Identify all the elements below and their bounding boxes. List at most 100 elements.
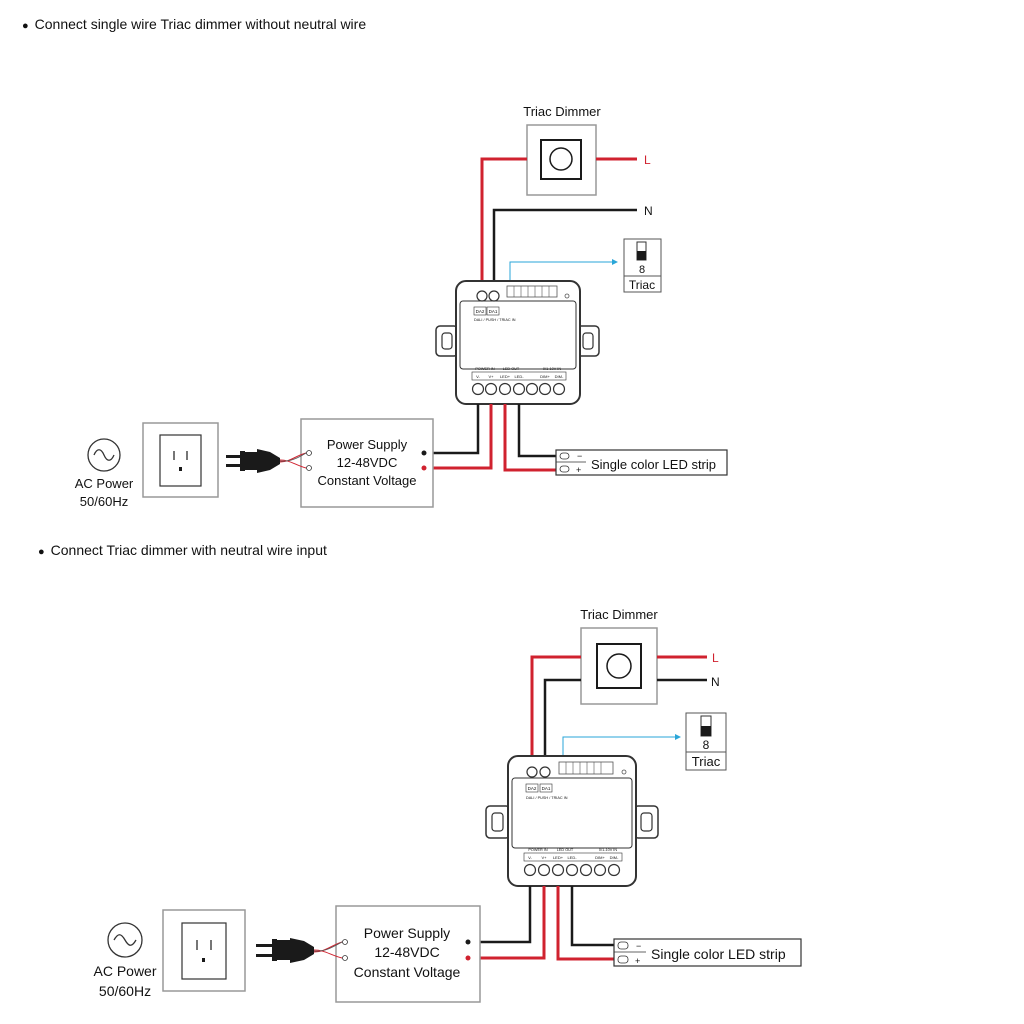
dip-pointer-line [562, 736, 675, 756]
led-strip-label: Single color LED strip [651, 946, 786, 962]
screw-icon [538, 382, 552, 396]
dip-switch: 8 Triac [623, 238, 662, 293]
wire-led-positive [503, 404, 558, 472]
switch-label: Triac [629, 278, 655, 292]
triac-dimmer-label: Triac Dimmer [580, 607, 658, 622]
ctrl-top-text: DALI / PUSH / TRIAC IN [526, 796, 568, 800]
psu-type: Constant Voltage [317, 473, 416, 488]
ctrl-da2-label: DA2 [476, 309, 485, 314]
led-plus-label: + [576, 465, 581, 475]
line-label: L [644, 153, 651, 167]
screw-icon [579, 863, 593, 877]
led-strip-label: Single color LED strip [591, 457, 716, 472]
arrow-icon [612, 259, 618, 265]
wire-dimmer-output [543, 678, 581, 760]
diagram-1: Triac Dimmer L N 8 Triac [75, 104, 728, 509]
ctrl-dim-in-label: 0/1-10V IN [543, 367, 561, 371]
screw-icon [539, 766, 551, 778]
terminal-label: LED+ [500, 374, 511, 379]
section-1-caption: ● Connect single wire Triac dimmer withou… [22, 16, 366, 32]
controller: DA2 DA1 DALI / PUSH / TRIAC IN POWER IN … [435, 280, 600, 405]
screw-icon [565, 863, 579, 877]
dip-pointer-line [509, 261, 612, 283]
wire-psu-positive [478, 886, 546, 960]
dimmer-knob-icon [606, 653, 632, 679]
neutral-label: N [644, 204, 653, 218]
switch-number: 8 [703, 738, 710, 752]
screw-icon [498, 382, 512, 396]
dip-switch: 8 Triac [685, 712, 727, 771]
arrow-icon [675, 734, 681, 740]
plug-icon [256, 938, 343, 963]
wire-led-negative [517, 404, 558, 458]
wall-outlet-icon [142, 422, 219, 498]
power-supply: Power Supply 12-48VDC Constant Voltage [335, 905, 481, 1003]
ctrl-da2-label: DA2 [528, 786, 537, 791]
wire-dimmer-input [530, 655, 581, 760]
psu-title: Power Supply [327, 437, 408, 452]
ac-power-icon [87, 438, 121, 472]
led-strip: − + Single color LED strip [555, 449, 728, 476]
screw-icon [552, 382, 566, 396]
ac-power-label: AC Power [75, 476, 134, 491]
section-2-caption: ● Connect Triac dimmer with neutral wire … [38, 542, 327, 558]
terminal-label: LED- [514, 374, 524, 379]
wire-psu-negative [430, 404, 480, 455]
led-minus-label: − [636, 941, 641, 951]
screw-icon [593, 863, 607, 877]
screw-icon [512, 382, 526, 396]
wire-psu-positive [430, 404, 493, 470]
ctrl-power-in-label: POWER IN [528, 848, 547, 852]
terminal-label: V+ [541, 855, 547, 860]
switch-number: 8 [639, 264, 645, 276]
terminal-label: DIM- [555, 374, 564, 379]
screw-icon [523, 863, 537, 877]
ac-frequency-label: 50/60Hz [99, 983, 151, 999]
led-plus-label: + [635, 956, 640, 966]
screw-icon [471, 382, 485, 396]
screw-icon [484, 382, 498, 396]
ctrl-power-in-label: POWER IN [475, 367, 494, 371]
ctrl-top-text: DALI / PUSH / TRIAC IN [474, 318, 516, 322]
screw-icon [551, 863, 565, 877]
wire-dimmer-to-controller [480, 157, 527, 285]
bullet-icon: ● [38, 546, 45, 558]
screw-icon [525, 382, 539, 396]
psu-type: Constant Voltage [354, 964, 461, 980]
caption-text: Connect single wire Triac dimmer without… [34, 16, 367, 32]
screw-icon [488, 290, 500, 302]
triac-dimmer-label: Triac Dimmer [523, 104, 601, 119]
triac-dimmer [580, 627, 658, 705]
psu-title: Power Supply [364, 925, 450, 941]
psu-voltage: 12-48VDC [374, 944, 439, 960]
wire-psu-negative [478, 886, 532, 944]
ac-power-icon [107, 922, 143, 958]
screw-icon [476, 290, 488, 302]
screw-icon [537, 863, 551, 877]
ac-power-label: AC Power [93, 963, 156, 979]
ctrl-led-out-label: LED OUT [503, 367, 520, 371]
line-label: L [712, 651, 719, 665]
diagram-2: Triac Dimmer L N 8 Triac [93, 607, 802, 1003]
ac-frequency-label: 50/60Hz [80, 494, 128, 509]
dimmer-knob-icon [549, 147, 573, 171]
switch-label: Triac [692, 754, 721, 769]
triac-dimmer [526, 124, 597, 196]
terminal-label: DIM+ [595, 855, 605, 860]
wire-led-negative [570, 886, 616, 947]
plug-icon [226, 449, 307, 473]
terminal-label: V+ [488, 374, 494, 379]
caption-text: Connect Triac dimmer with neutral wire i… [50, 542, 327, 558]
terminal-label: DIM+ [540, 374, 550, 379]
terminal-label: LED- [567, 855, 577, 860]
neutral-label: N [711, 675, 720, 689]
terminal-label: LED+ [553, 855, 564, 860]
ctrl-dim-in-label: 0/1-10V IN [599, 848, 617, 852]
screw-icon [526, 766, 538, 778]
led-minus-label: − [577, 451, 582, 461]
terminal-label: V- [528, 855, 532, 860]
bullet-icon: ● [22, 20, 29, 32]
led-strip: − + Single color LED strip [613, 938, 802, 967]
power-supply: Power Supply 12-48VDC Constant Voltage [300, 418, 434, 508]
